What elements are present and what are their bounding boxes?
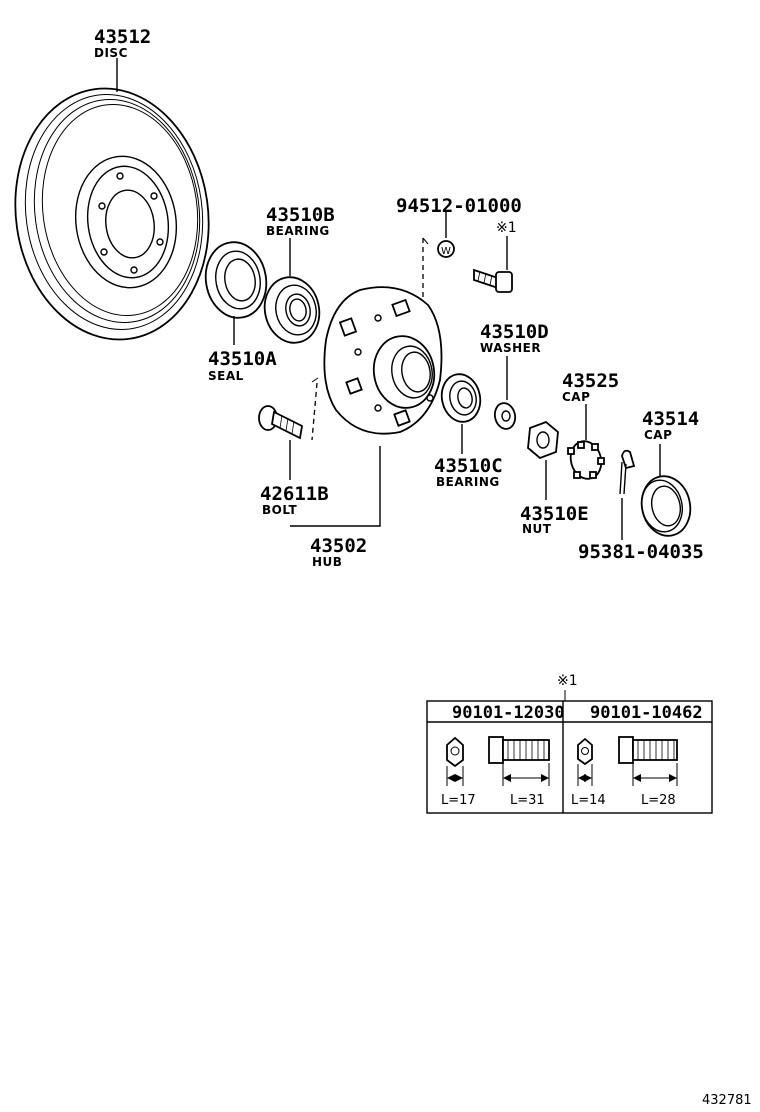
table-col-1-bolt-length: L=31 (510, 793, 545, 808)
ref-mark-label: ※1 (496, 220, 517, 236)
cap-b-part-number: 43514 (642, 408, 699, 430)
nut-part-number: 43510E (520, 503, 589, 525)
stud-reference-table: ※1 90101-12030 90101-10462 L=17 (426, 673, 713, 814)
nut-part (527, 420, 559, 500)
diagram-code: 432781 (702, 1093, 752, 1108)
table-col-1-bolt (488, 736, 550, 786)
seal-part-number: 43510A (208, 348, 277, 370)
table-col-2-bolt (618, 736, 678, 786)
table-col-1-part-number: 90101-12030 (452, 703, 565, 723)
disc-part (14, 58, 210, 341)
disc-part-number: 43512 (94, 26, 151, 48)
bearing-c-part (440, 373, 482, 454)
hub-bolt-part (258, 405, 303, 480)
cap-a-part-number: 43525 (562, 370, 619, 392)
cap-b-part (640, 444, 692, 537)
cap-b-label: CAP (644, 428, 672, 442)
table-ref-mark: ※1 (557, 673, 578, 689)
hub-label: HUB (312, 555, 342, 569)
bearing-b-label: BEARING (266, 224, 330, 238)
table-col-1-nut (446, 736, 464, 786)
washer-part (493, 356, 517, 430)
table-col-2-nut (577, 737, 593, 786)
nut-label: NUT (522, 522, 552, 536)
bearing-b-part (263, 238, 321, 344)
table-col-2-bolt-length: L=28 (641, 793, 676, 808)
cap-a-part (567, 404, 605, 480)
hub-part (290, 286, 443, 527)
pin-part-number: 95381-04035 (578, 541, 704, 563)
table-col-2-nut-length: L=14 (571, 793, 606, 808)
bearing-c-label: BEARING (436, 475, 500, 489)
svg-text:W: W (441, 246, 451, 257)
stud-bolt-ref-part (473, 236, 513, 293)
bearing-b-part-number: 43510B (266, 204, 335, 226)
bolt-part-number: 42611B (260, 483, 329, 505)
table-col-2-part-number: 90101-10462 (590, 703, 703, 723)
hub-part-number: 43502 (310, 535, 367, 557)
bearing-c-part-number: 43510C (434, 455, 503, 477)
table-col-1-nut-length: L=17 (441, 793, 476, 808)
screw-part-number: 94512-01000 (396, 195, 522, 217)
bolt-label: BOLT (262, 503, 298, 517)
disc-label: DISC (94, 46, 128, 60)
seal-label: SEAL (208, 369, 244, 383)
cotter-pin-part (619, 449, 636, 540)
seal-part (204, 241, 268, 345)
cap-a-label: CAP (562, 390, 590, 404)
washer-part-number: 43510D (480, 321, 549, 343)
washer-label: WASHER (480, 341, 541, 355)
